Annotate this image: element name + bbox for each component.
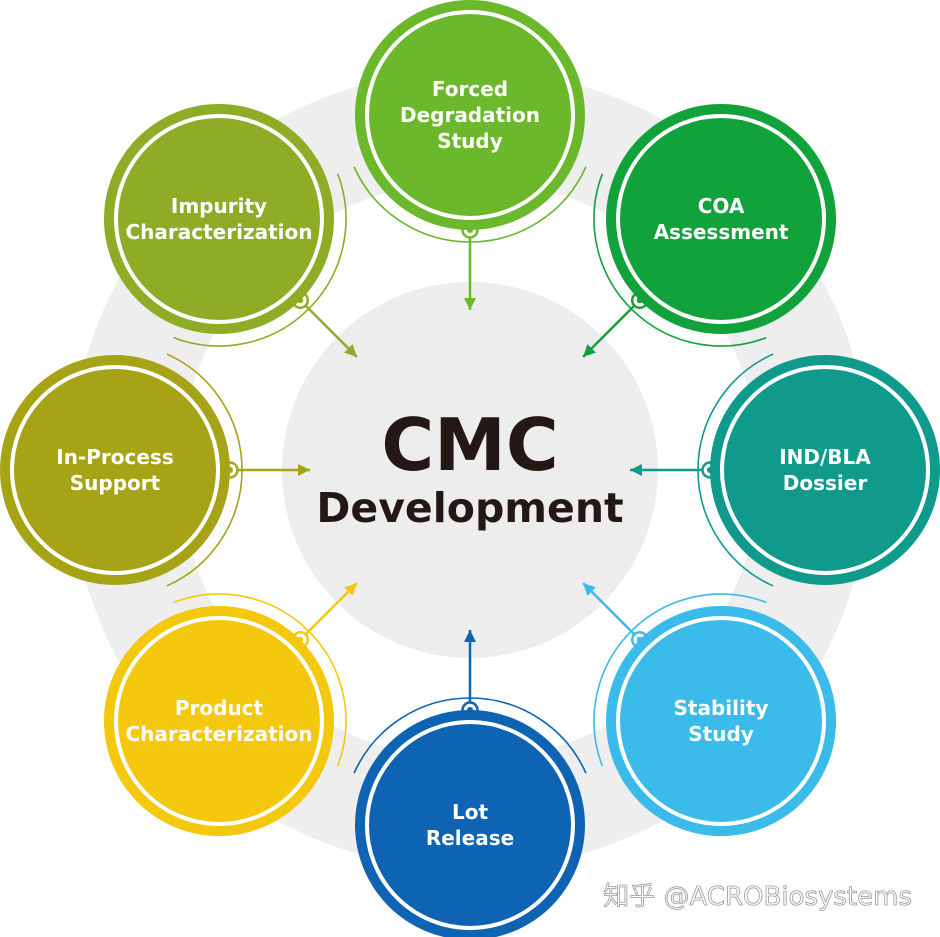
stability-study-arc [593,593,767,767]
watermark: 知乎 @ACROBiosystems [603,882,912,912]
coa-assessment-node-ring [606,103,837,334]
lot-release-label-line: Lot [452,800,488,824]
product-characterization-node-ring [103,606,334,837]
impurity-characterization-node-inner-border [113,113,324,324]
forced-degradation-label-line: Study [437,129,503,153]
product-characterization-label-line: Characterization [125,722,312,746]
impurity-characterization-connector-line [299,299,358,358]
product-characterization-arc [173,593,347,767]
stability-study-node-ring [606,606,837,837]
ind-bla-dossier-node-inner-border [720,365,930,575]
center-title: CMC [381,403,558,487]
in-process-support-label-line: Support [70,471,161,495]
ind-bla-dossier-label-line: IND/BLA [779,445,871,469]
ind-bla-dossier-label-line: Dossier [783,471,868,495]
impurity-characterization-arrowhead [344,344,357,357]
ind-bla-dossier-arrowhead [630,464,642,476]
impurity-characterization-node-ring [103,103,334,334]
stability-study-label-line: Stability [674,696,769,720]
impurity-characterization-label-line: Impurity [171,194,267,218]
center-disc [282,282,658,658]
in-process-support-node-inner-border [10,365,220,575]
stability-study-connector-line [582,582,641,641]
stability-study-label-line: Study [688,722,754,746]
forced-degradation-arc [353,166,587,243]
coa-assessment-connector-line [582,299,641,358]
in-process-support-label-line: In-Process [56,445,173,469]
ind-bla-dossier-node-ring [710,355,940,585]
coa-assessment-label-line: Assessment [654,220,789,244]
coa-assessment-node-inner-border [616,113,827,324]
center-subtitle: Development [316,484,623,532]
ind-bla-dossier-arc [697,353,774,587]
coa-assessment-arrowhead [583,344,596,357]
forced-degradation-label-line: Degradation [400,103,540,127]
in-process-support-arc [166,353,243,587]
lot-release-arc [353,697,587,774]
in-process-support-node-ring [0,355,230,585]
forced-degradation-node-inner-border [365,10,575,220]
stability-study-node-inner-border [616,616,827,827]
lot-release-label-line: Release [426,826,514,850]
forced-degradation-node-ring [355,0,585,230]
impurity-characterization-label-line: Characterization [125,220,312,244]
coa-assessment-label-line: COA [698,194,745,218]
lot-release-arrowhead [464,630,476,642]
product-characterization-arrowhead [344,583,357,596]
stability-study-arrowhead [583,583,596,596]
coa-assessment-arc [593,173,767,347]
forced-degradation-arrowhead [464,298,476,310]
lot-release-node-inner-border [365,720,575,930]
impurity-characterization-arc [173,173,347,347]
product-characterization-connector-line [299,582,358,641]
lot-release-node-ring [355,710,585,937]
in-process-support-arrowhead [298,464,310,476]
forced-degradation-label-line: Forced [432,77,508,101]
product-characterization-node-inner-border [113,616,324,827]
product-characterization-label-line: Product [175,696,264,720]
